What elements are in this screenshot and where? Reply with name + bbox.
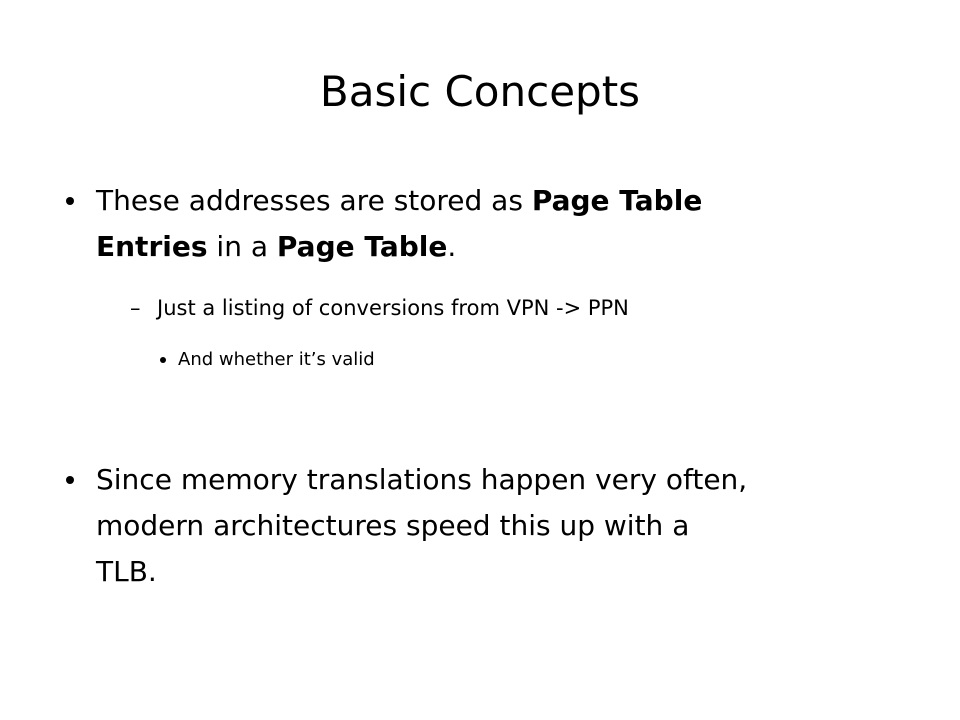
bullet-1-bold-entries: Entries — [96, 230, 208, 263]
sub-sub-bullet-marker — [160, 357, 166, 363]
bullet-marker — [66, 197, 74, 205]
sub-bullet-marker: – — [130, 296, 141, 320]
bullet-1-bold-page-table-2: Page Table — [276, 230, 448, 263]
bullet-marker-2 — [66, 476, 74, 484]
bullet-1-text-a: These addresses are stored as — [96, 184, 532, 217]
bullet-1-line-2: Entries in a Page Table. — [96, 224, 456, 270]
sub-sub-bullet-1: And whether it’s valid — [178, 349, 375, 370]
bullet-1-line-1: These addresses are stored as Page Table — [96, 178, 702, 224]
bullet-1-bold-page-table: Page Table — [531, 184, 703, 217]
bullet-1-text-c: . — [447, 230, 457, 263]
bullet-2-line-1: Since memory translations happen very of… — [96, 463, 748, 496]
bullet-2-line-2: modern architectures speed this up with … — [96, 509, 690, 542]
bullet-1-text-b: in a — [207, 230, 277, 263]
sub-bullet-1: Just a listing of conversions from VPN -… — [157, 296, 629, 320]
bullet-2-line-3: TLB. — [96, 555, 157, 588]
slide-title: Basic Concepts — [319, 67, 641, 116]
